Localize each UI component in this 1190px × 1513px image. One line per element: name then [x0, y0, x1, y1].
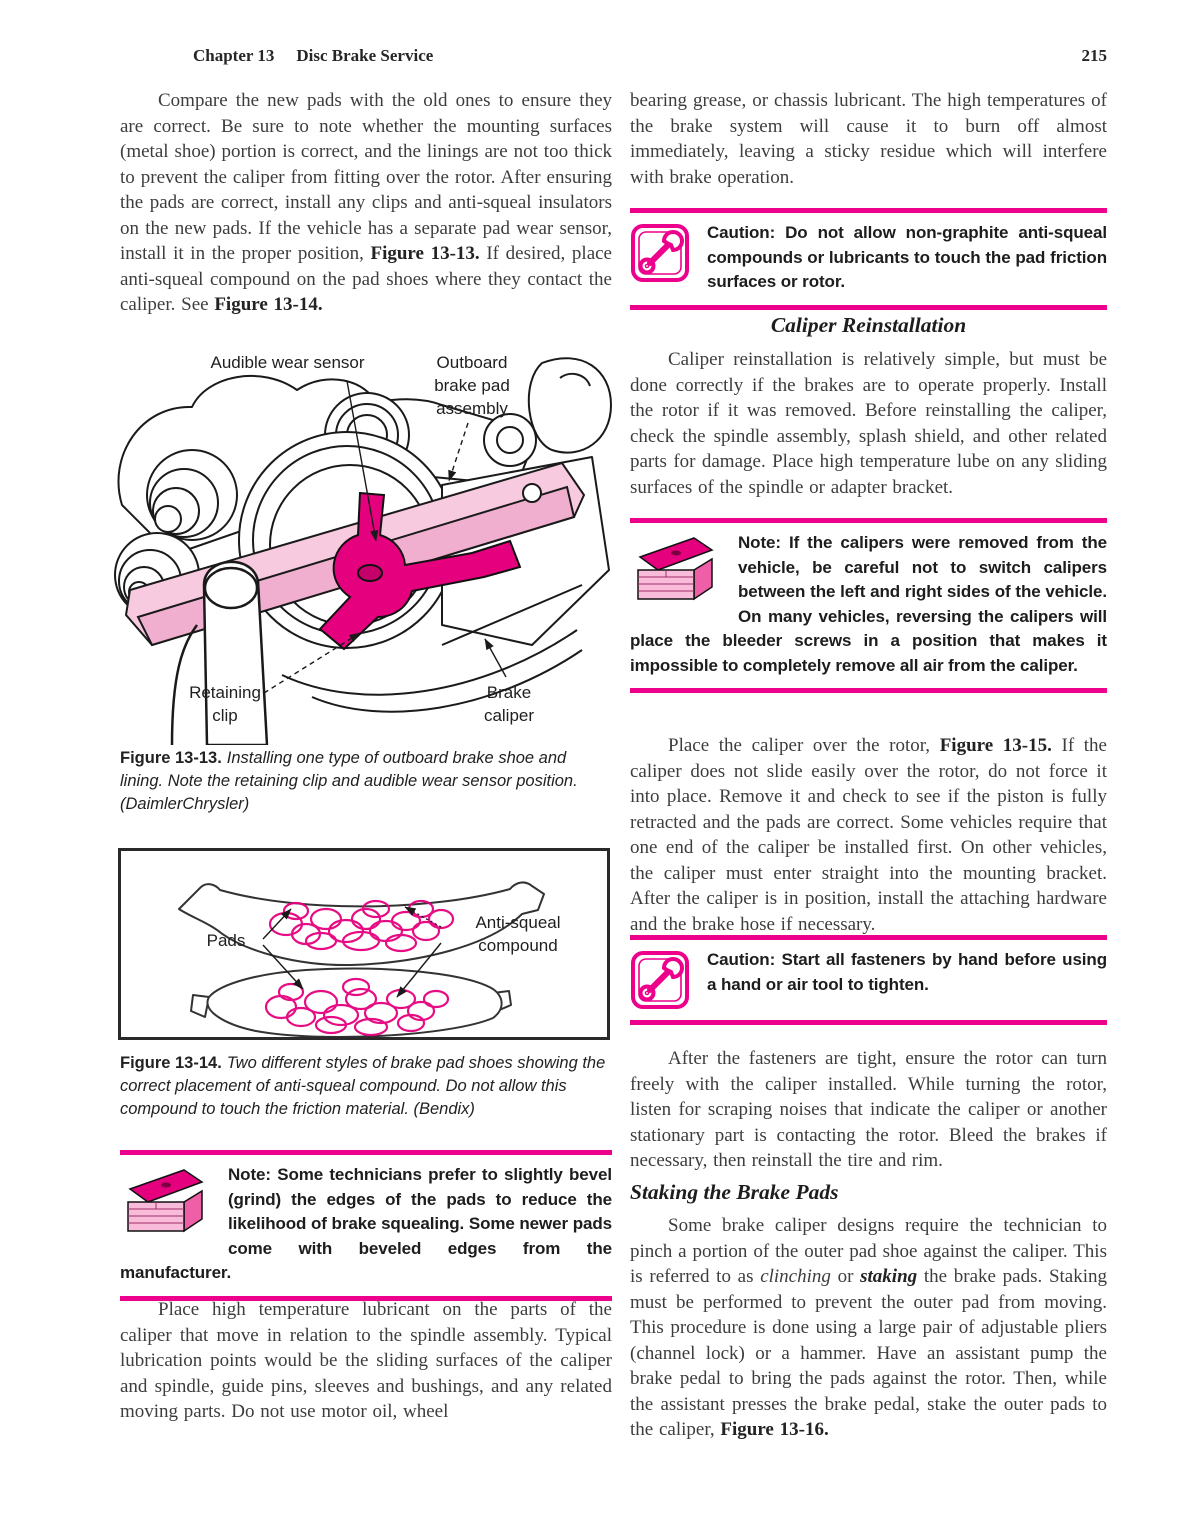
- caution-callout: Caution: Do not allow non-graphite anti-…: [630, 208, 1107, 310]
- caption-label: Figure 13-14.: [120, 1054, 222, 1072]
- section-heading: Staking the Brake Pads: [630, 1180, 839, 1204]
- paragraph: bearing grease, or chassis lubricant. Th…: [630, 90, 1107, 188]
- note-text: Note: If the calipers were removed from …: [630, 533, 1107, 675]
- label-brake-caliper: Brake caliper: [483, 683, 535, 725]
- callout-bottom-rule: [630, 304, 1107, 310]
- chapter-title: Disc Brake Service: [296, 46, 434, 65]
- brake-caliper-drawing: [114, 357, 612, 745]
- paragraph: After the fasteners are tight, ensure th…: [630, 1048, 1107, 1171]
- callout-bottom-rule: [120, 1295, 612, 1301]
- toolbox-icon: [120, 1165, 212, 1237]
- note-callout: Note: Some technicians prefer to slightl…: [120, 1150, 612, 1301]
- brake-pads-drawing: [178, 881, 545, 1037]
- left-column: Compare the new pads with the old ones t…: [114, 0, 612, 1513]
- callout-bottom-rule: [630, 688, 1107, 693]
- figure-13-13-caption: Figure 13-13.Installing one type of outb…: [120, 747, 612, 816]
- running-header: Chapter 13 Disc Brake Service: [193, 46, 433, 66]
- label-audible-wear-sensor: Audible wear sensor: [210, 353, 365, 372]
- page-number: 215: [1081, 46, 1108, 65]
- figure-13-13-illustration: Audible wear sensor Outboard brake pad a…: [112, 345, 612, 745]
- chapter-number: Chapter 13: [193, 46, 275, 65]
- figure-13-14-caption: Figure 13-14.Two different styles of bra…: [120, 1052, 612, 1121]
- caution-text: Caution: Do not allow non-graphite anti-…: [707, 223, 1107, 291]
- callout-top-rule: [120, 1150, 612, 1155]
- caption-text: Installing one type of outboard brake sh…: [120, 749, 578, 813]
- note-callout: Note: If the calipers were removed from …: [630, 518, 1107, 693]
- caption-text: Two different styles of brake pad shoes …: [120, 1054, 606, 1118]
- toolbox-icon: [630, 533, 722, 605]
- callout-bottom-rule: [630, 1020, 1107, 1025]
- caution-text: Caution: Start all fasteners by hand bef…: [707, 950, 1107, 994]
- callout-top-rule: [630, 208, 1107, 213]
- paragraph: Some brake caliper designs require the t…: [630, 1215, 1107, 1440]
- label-anti-squeal-compound: Anti-squeal compound: [475, 913, 561, 955]
- paragraph: Compare the new pads with the old ones t…: [120, 90, 612, 315]
- caution-callout: Caution: Start all fasteners by hand bef…: [630, 935, 1107, 1025]
- note-text: Note: Some technicians prefer to slightl…: [120, 1165, 612, 1282]
- callout-top-rule: [630, 518, 1107, 523]
- callout-top-rule: [630, 935, 1107, 940]
- caption-label: Figure 13-13.: [120, 749, 222, 767]
- right-column: bearing grease, or chassis lubricant. Th…: [630, 0, 1107, 1513]
- label-pads: Pads: [206, 931, 246, 950]
- label-retaining-clip: Retaining clip: [189, 683, 261, 725]
- paragraph: Caliper reinstallation is relatively sim…: [630, 349, 1107, 498]
- section-heading: Caliper Reinstallation: [770, 313, 967, 337]
- paragraph: Place the caliper over the rotor, Figure…: [630, 735, 1107, 935]
- wrench-icon: [630, 223, 690, 283]
- figure-13-14-illustration: Pads Anti-squeal compound: [118, 848, 610, 1040]
- paragraph: Place high temperature lubricant on the …: [120, 1299, 612, 1422]
- label-outboard-brake-pad-assembly: Outboard brake pad assembly: [434, 353, 510, 418]
- wrench-icon: [630, 950, 690, 1010]
